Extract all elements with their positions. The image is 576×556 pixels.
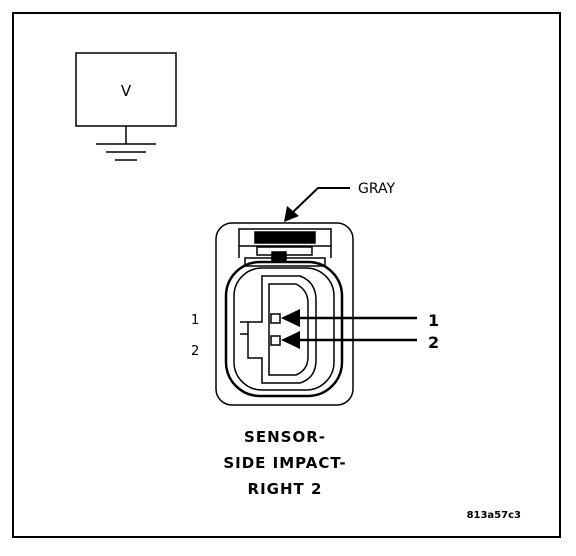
pin-2-arrow-head bbox=[281, 331, 300, 349]
side-pin-label-1: 1 bbox=[191, 313, 199, 328]
connector-seal-ring bbox=[224, 260, 344, 398]
pin-1-arrow-head bbox=[281, 309, 300, 327]
title-line-2: SIDE IMPACT- bbox=[223, 454, 346, 472]
ground-icon bbox=[96, 143, 156, 161]
connector bbox=[215, 222, 354, 406]
callout-pin-label-2: 2 bbox=[428, 333, 439, 352]
page-frame bbox=[12, 12, 561, 538]
connector-face bbox=[233, 267, 335, 391]
title-line-3: RIGHT 2 bbox=[248, 480, 323, 498]
connector-housing bbox=[215, 222, 354, 406]
connector-color-label: GRAY bbox=[358, 181, 395, 197]
color-leader-line bbox=[292, 187, 350, 213]
voltmeter: V bbox=[75, 52, 177, 161]
side-pin-label-2: 2 bbox=[191, 344, 199, 359]
title-line-1: SENSOR- bbox=[244, 428, 326, 446]
pin-callout-1: 1 bbox=[281, 309, 439, 330]
connector-lock-tab bbox=[238, 228, 332, 267]
terminal-cavity bbox=[240, 275, 317, 384]
pin-cavity-1 bbox=[270, 313, 281, 324]
pin-callout-2: 2 bbox=[281, 331, 439, 352]
pin-cavity-2 bbox=[270, 335, 281, 346]
voltmeter-symbol: V bbox=[121, 82, 132, 100]
color-arrow-head bbox=[284, 206, 299, 222]
callout-pin-label-1: 1 bbox=[428, 311, 439, 330]
figure-id: 813a57c3 bbox=[467, 510, 521, 521]
component-title: SENSOR- SIDE IMPACT- RIGHT 2 bbox=[223, 428, 346, 498]
